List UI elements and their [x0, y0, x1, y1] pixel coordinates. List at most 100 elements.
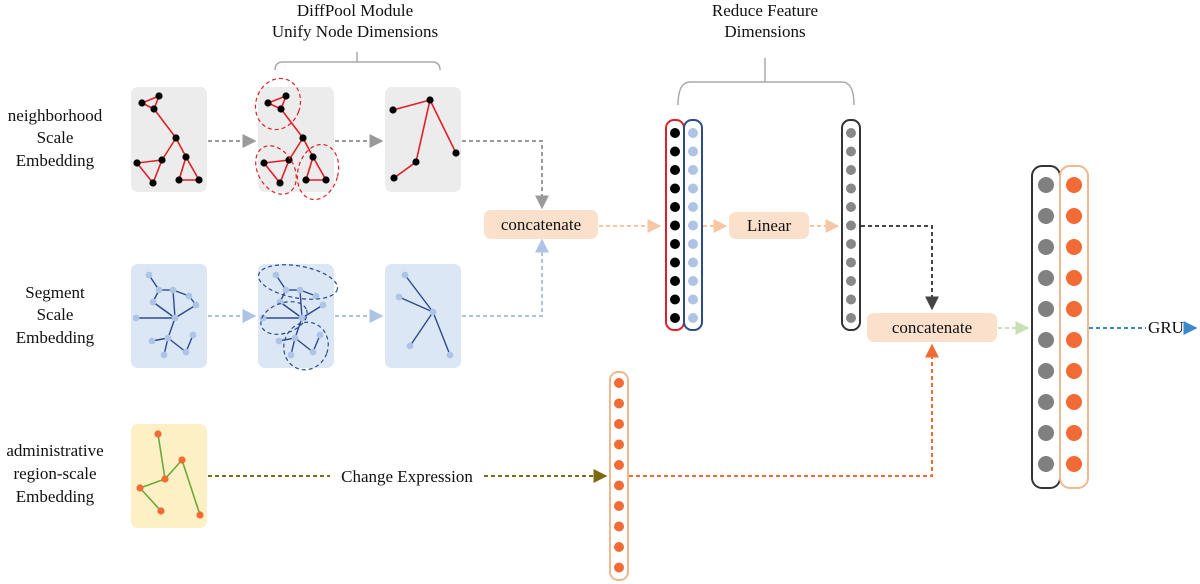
- segment-panel-2: [258, 264, 334, 368]
- neighborhood-graph-3: [392, 99, 457, 179]
- segment-to-concat-arrow: [462, 238, 549, 317]
- admin-graph-nodes: [136, 430, 204, 519]
- feature-dot: [688, 128, 698, 138]
- feature-dot: [1066, 456, 1082, 472]
- svg-text:administrative: administrative: [6, 441, 103, 460]
- feature-dot: [688, 202, 698, 212]
- segment-graph-3-nodes: [395, 271, 454, 359]
- neighborhood-cluster-ellipses: [254, 77, 340, 201]
- feature-dot: [614, 562, 624, 573]
- svg-text:neighborhood: neighborhood: [8, 106, 103, 125]
- feature-dot: [670, 294, 680, 305]
- feature-dot: [670, 276, 680, 286]
- feature-dot: [614, 460, 624, 470]
- feature-dot: [1038, 177, 1054, 193]
- concatenate-node-2-label: concatenate: [892, 318, 972, 337]
- feature-dot: [1038, 363, 1054, 379]
- feature-dot: [846, 257, 856, 268]
- feature-dot: [688, 183, 698, 194]
- reduce-title-line1: Reduce Feature: [712, 1, 818, 20]
- feature-dot: [670, 313, 680, 323]
- svg-text:Segment: Segment: [25, 283, 85, 302]
- neighborhood-panel-3: [385, 87, 461, 192]
- feature-dot: [688, 313, 698, 323]
- feature-dot: [614, 419, 624, 429]
- feature-dot: [688, 294, 698, 305]
- admin-panel: [131, 424, 207, 528]
- segment-feature-dots: [688, 128, 698, 323]
- feature-dot: [614, 542, 624, 552]
- feature-dot: [846, 220, 856, 231]
- segment-graph-3: [398, 274, 451, 356]
- concatenate-node-2: [867, 313, 997, 342]
- feature-dot: [1038, 332, 1054, 348]
- feature-dot: [1038, 456, 1054, 472]
- feature-dot: [614, 521, 624, 532]
- feature-dot: [670, 128, 680, 138]
- svg-text:Embedding: Embedding: [16, 328, 95, 347]
- feature-dot: [614, 501, 624, 511]
- neighborhood-graph-2-nodes: [260, 92, 330, 187]
- feature-dot: [688, 239, 698, 249]
- feature-dot: [670, 239, 680, 249]
- segment-panel-3: [385, 264, 461, 368]
- feature-dot: [1066, 332, 1082, 348]
- feature-dot: [614, 398, 624, 409]
- feature-dot: [1066, 301, 1082, 317]
- feature-dot: [614, 480, 624, 491]
- neighborhood-to-concat-arrow: [462, 140, 549, 210]
- reduce-title: Reduce Feature Dimensions: [712, 1, 818, 41]
- feature-dot: [1038, 394, 1054, 410]
- neighborhood-graph-1: [136, 94, 201, 184]
- feature-dot: [1066, 394, 1082, 410]
- final-gray-dots: [1038, 177, 1054, 472]
- admin-feature-dots: [614, 378, 624, 573]
- feature-dot: [688, 165, 698, 175]
- row-label-neighborhood: neighborhood Scale Embedding: [8, 106, 103, 170]
- final-orange-dots: [1066, 177, 1082, 472]
- feature-dot: [670, 165, 680, 175]
- concatenate-node-1: [484, 210, 598, 239]
- feature-dot: [846, 202, 856, 212]
- feature-dot: [846, 294, 856, 305]
- feature-dot: [846, 313, 856, 323]
- feature-dot: [1066, 363, 1082, 379]
- feature-dot: [670, 183, 680, 194]
- reduced-to-concat-arrow: [861, 225, 939, 311]
- segment-panel-1: [131, 264, 207, 368]
- feature-dot: [1066, 239, 1082, 255]
- segment-graph-1-nodes: [132, 271, 200, 359]
- feature-dot: [670, 146, 680, 157]
- feature-dot: [1038, 425, 1054, 441]
- feature-dot: [1038, 208, 1054, 224]
- row-label-admin: administrative region-scale Embedding: [6, 441, 103, 506]
- neighborhood-panel-1: [131, 87, 207, 192]
- reduce-brace: [677, 58, 855, 106]
- feature-dot: [1038, 239, 1054, 255]
- feature-dot: [688, 276, 698, 286]
- neighborhood-feature-dots: [670, 128, 680, 323]
- feature-dot: [846, 128, 856, 138]
- svg-text:Embedding: Embedding: [16, 487, 95, 506]
- neighborhood-graph-1-nodes: [133, 92, 203, 187]
- admin-to-concat-arrow: [629, 343, 939, 477]
- feature-dot: [670, 220, 680, 231]
- svg-text:region-scale: region-scale: [13, 464, 96, 483]
- linear-node-label: Linear: [747, 216, 792, 235]
- neighborhood-graph-3-nodes: [389, 96, 460, 182]
- reduced-feature-dots: [846, 128, 856, 323]
- admin-graph: [139, 433, 201, 516]
- svg-text:Scale: Scale: [37, 305, 74, 324]
- change-expression-label: Change Expression: [341, 467, 473, 486]
- feature-dot: [614, 439, 624, 450]
- diffpool-brace: [274, 52, 441, 71]
- feature-dot: [846, 183, 856, 194]
- diffpool-title-line2: Unify Node Dimensions: [272, 22, 438, 41]
- svg-text:Embedding: Embedding: [16, 151, 95, 170]
- feature-dot: [1038, 301, 1054, 317]
- linear-node: [729, 212, 809, 239]
- feature-dot: [846, 146, 856, 157]
- feature-dot: [688, 257, 698, 268]
